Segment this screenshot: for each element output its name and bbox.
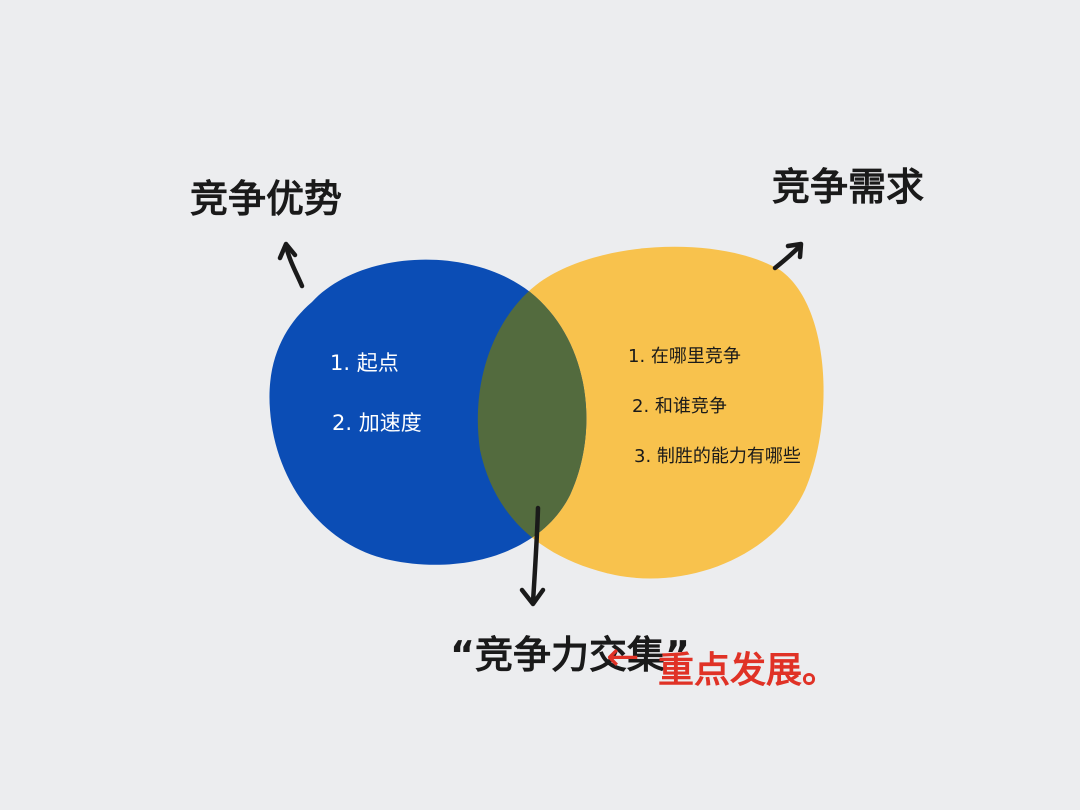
left-label-arrow (283, 243, 305, 289)
left-label-arrowhead (277, 241, 298, 261)
left-set-item-1: 1. 起点 (330, 351, 399, 375)
annotation-text: 重点发展。 (658, 650, 838, 691)
right-label-arrowhead (785, 241, 804, 260)
right-set-item-1: 1. 在哪里竞争 (628, 346, 741, 367)
right-set-label: 竞争需求 (772, 165, 924, 209)
overlap-label: “竞争力交集” (450, 633, 690, 677)
overlap-down-arrowhead (519, 587, 546, 607)
left-set-label: 竞争优势 (190, 177, 342, 221)
overlap-down-arrow (530, 505, 541, 605)
left-set-item-2: 2. 加速度 (332, 411, 422, 435)
right-set-item-3: 3. 制胜的能力有哪些 (634, 446, 801, 467)
right-label-arrow (772, 243, 803, 271)
annotation-arrow: ← (606, 634, 640, 680)
right-set-item-2: 2. 和谁竞争 (632, 396, 727, 417)
